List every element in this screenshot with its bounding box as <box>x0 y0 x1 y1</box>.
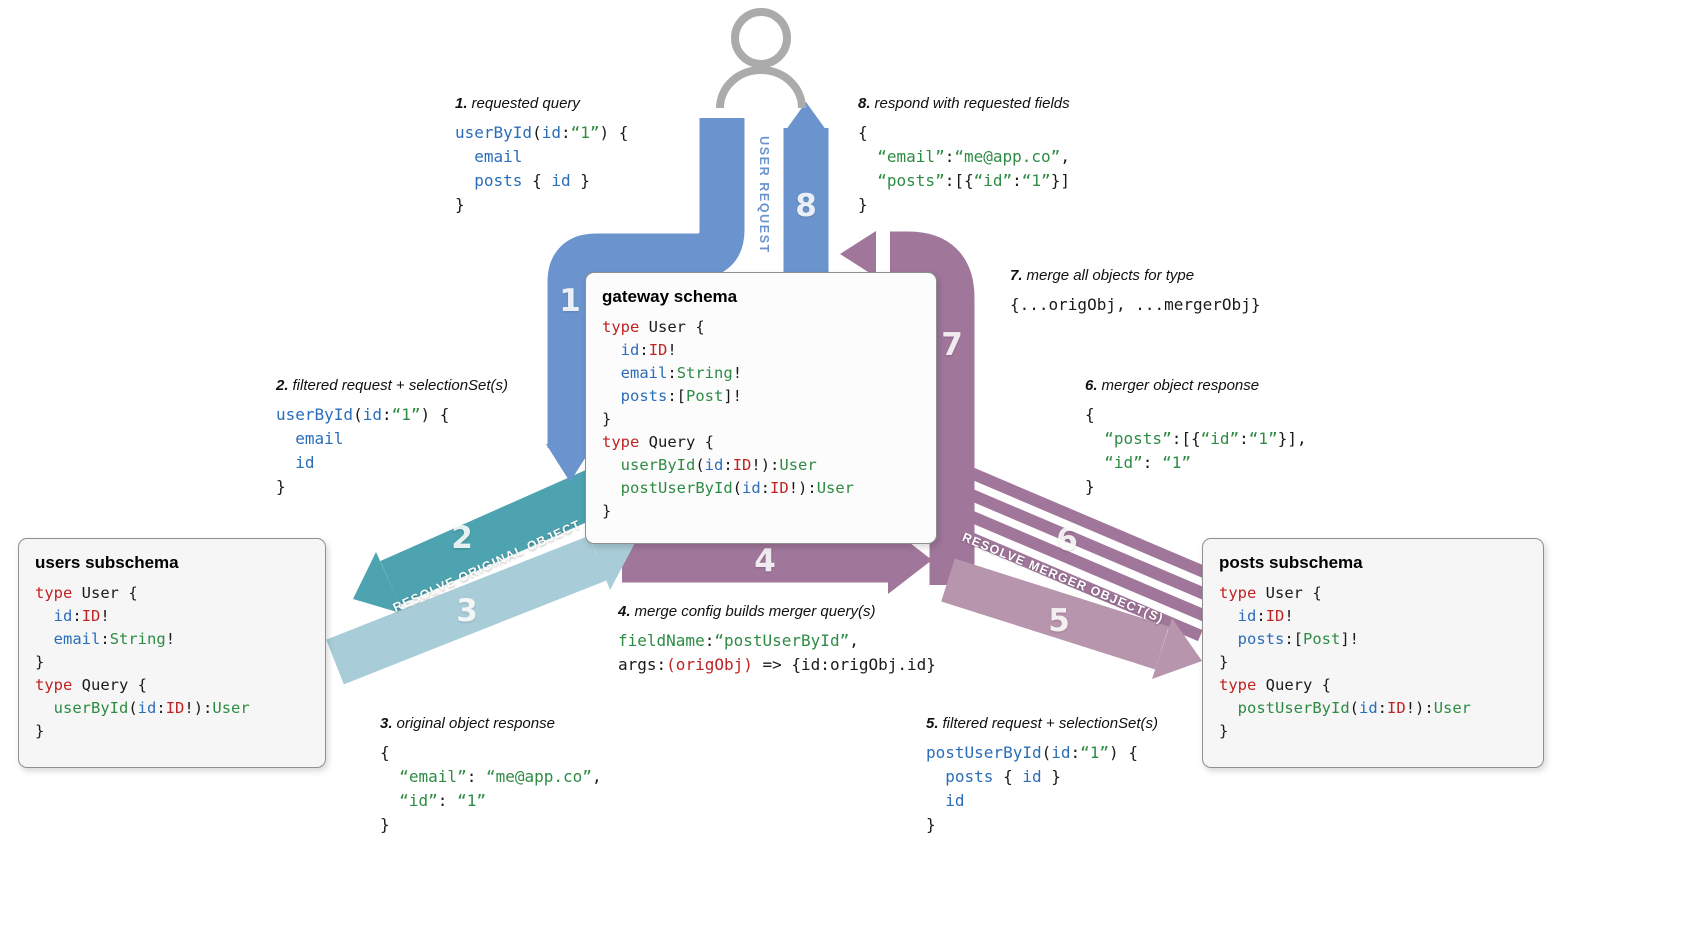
annotation-3-label-row: 3.original object response <box>380 714 602 734</box>
users-subschema-code: type User { id:ID! email:String!}type Qu… <box>35 584 250 740</box>
annotation-6-label-row: 6.merger object response <box>1085 376 1307 396</box>
arrow-8-head <box>783 102 829 134</box>
arrow-6-stripe-2 <box>959 485 1219 605</box>
posts-subschema-code: type User { id:ID! posts:[Post]!}type Qu… <box>1219 584 1472 740</box>
arrow-6-stripes <box>943 466 1227 642</box>
annotation-3-number: 3. <box>380 715 393 732</box>
annotation-4-merge-config: 4.merge config builds merger query(s) fi… <box>618 602 936 677</box>
annotation-8-label: respond with requested fields <box>874 95 1070 112</box>
annotation-2-label: filtered request + selectionSet(s) <box>292 377 509 394</box>
arrow-5-head <box>1152 618 1202 679</box>
arrow-5-resolve-merger <box>941 558 1169 670</box>
arrow-2-head <box>353 552 404 614</box>
annotation-7-code: {...origObj, ...mergerObj} <box>1010 295 1261 314</box>
arrow-6-stripe-1 <box>967 466 1227 586</box>
arrow-number-3: 3 <box>456 593 478 629</box>
annotation-7-merge-objects: 7.merge all objects for type {...origObj… <box>1010 266 1260 317</box>
user-head <box>731 8 791 68</box>
annotation-8-number: 8. <box>858 95 871 112</box>
arrow-number-8: 8 <box>795 188 817 224</box>
gateway-schema-code: type User { id:ID! email:String! posts:[… <box>602 318 855 520</box>
annotation-3-label: original object response <box>396 715 555 732</box>
annotation-4-code: fieldName:“postUserById”,args:(origObj) … <box>618 631 936 674</box>
arrow-number-4: 4 <box>754 543 776 579</box>
user-request-ribbon-label: USER REQUEST <box>757 136 771 254</box>
annotation-4-label-row: 4.merge config builds merger query(s) <box>618 602 936 622</box>
annotation-8-respond-fields: 8.respond with requested fields { “email… <box>858 94 1070 217</box>
annotation-7-label-row: 7.merge all objects for type <box>1010 266 1260 286</box>
annotation-5-label: filtered request + selectionSet(s) <box>942 715 1159 732</box>
arrow-number-6: 6 <box>1056 522 1078 558</box>
annotation-7-label: merge all objects for type <box>1026 267 1195 284</box>
annotation-1-requested-query: 1.requested query userById(id:“1”) { ema… <box>455 94 628 217</box>
annotation-1-label: requested query <box>471 95 580 112</box>
gateway-schema-title: gateway schema <box>602 287 738 306</box>
annotation-6-merger-response: 6.merger object response { “posts”:[{“id… <box>1085 376 1307 499</box>
annotation-7-number: 7. <box>1010 267 1023 284</box>
annotation-5-code: postUserById(id:“1”) { posts { id } id} <box>926 743 1138 834</box>
arrow-1-user-request <box>547 118 745 448</box>
annotation-5-number: 5. <box>926 715 939 732</box>
annotation-5-filtered-request: 5.filtered request + selectionSet(s) pos… <box>926 714 1158 837</box>
users-subschema-title: users subschema <box>35 553 179 572</box>
gateway-schema-box: gateway schema type User { id:ID! email:… <box>585 272 937 544</box>
annotation-5-label-row: 5.filtered request + selectionSet(s) <box>926 714 1158 734</box>
annotation-4-label: merge config builds merger query(s) <box>634 603 876 620</box>
posts-subschema-box: posts subschema type User { id:ID! posts… <box>1202 538 1544 768</box>
user-shoulders <box>716 66 806 109</box>
arrow-7-head <box>840 231 876 277</box>
annotation-2-label-row: 2.filtered request + selectionSet(s) <box>276 376 508 396</box>
user-icon-glyph <box>716 8 806 109</box>
arrow-6-stripe-3 <box>951 503 1211 623</box>
annotation-1-code: userById(id:“1”) { email posts { id }} <box>455 123 629 214</box>
annotation-3-code: { “email”: “me@app.co”, “id”: “1”} <box>380 743 602 834</box>
arrow-number-1: 1 <box>559 283 581 319</box>
user-request-strip <box>746 116 783 274</box>
user-icon <box>700 4 822 115</box>
annotation-2-filtered-request: 2.filtered request + selectionSet(s) use… <box>276 376 508 499</box>
annotation-2-code: userById(id:“1”) { email id} <box>276 405 450 496</box>
annotation-3-original-response: 3.original object response { “email”: “m… <box>380 714 602 837</box>
arrow-7-merge-up <box>890 231 975 585</box>
posts-subschema-title: posts subschema <box>1219 553 1363 572</box>
arrow-number-2: 2 <box>451 520 473 556</box>
annotation-2-number: 2. <box>276 377 289 394</box>
arrow-number-5: 5 <box>1048 603 1070 639</box>
annotation-6-code: { “posts”:[{“id”:“1”}], “id”: “1”} <box>1085 405 1307 496</box>
arrow-6-stripe-4 <box>943 522 1203 642</box>
annotation-6-label: merger object response <box>1101 377 1260 394</box>
arrow-1-head <box>546 444 594 482</box>
arrow-2-resolve-original <box>380 468 610 605</box>
annotation-1-label-row: 1.requested query <box>455 94 628 114</box>
annotation-8-label-row: 8.respond with requested fields <box>858 94 1070 114</box>
annotation-4-number: 4. <box>618 603 631 620</box>
annotation-8-code: { “email”:“me@app.co”, “posts”:[{“id”:“1… <box>858 123 1070 214</box>
users-subschema-box: users subschema type User { id:ID! email… <box>18 538 326 768</box>
annotation-1-number: 1. <box>455 95 468 112</box>
annotation-6-number: 6. <box>1085 377 1098 394</box>
arrow-3-original-response <box>326 535 607 685</box>
arrow-number-7: 7 <box>941 327 963 363</box>
